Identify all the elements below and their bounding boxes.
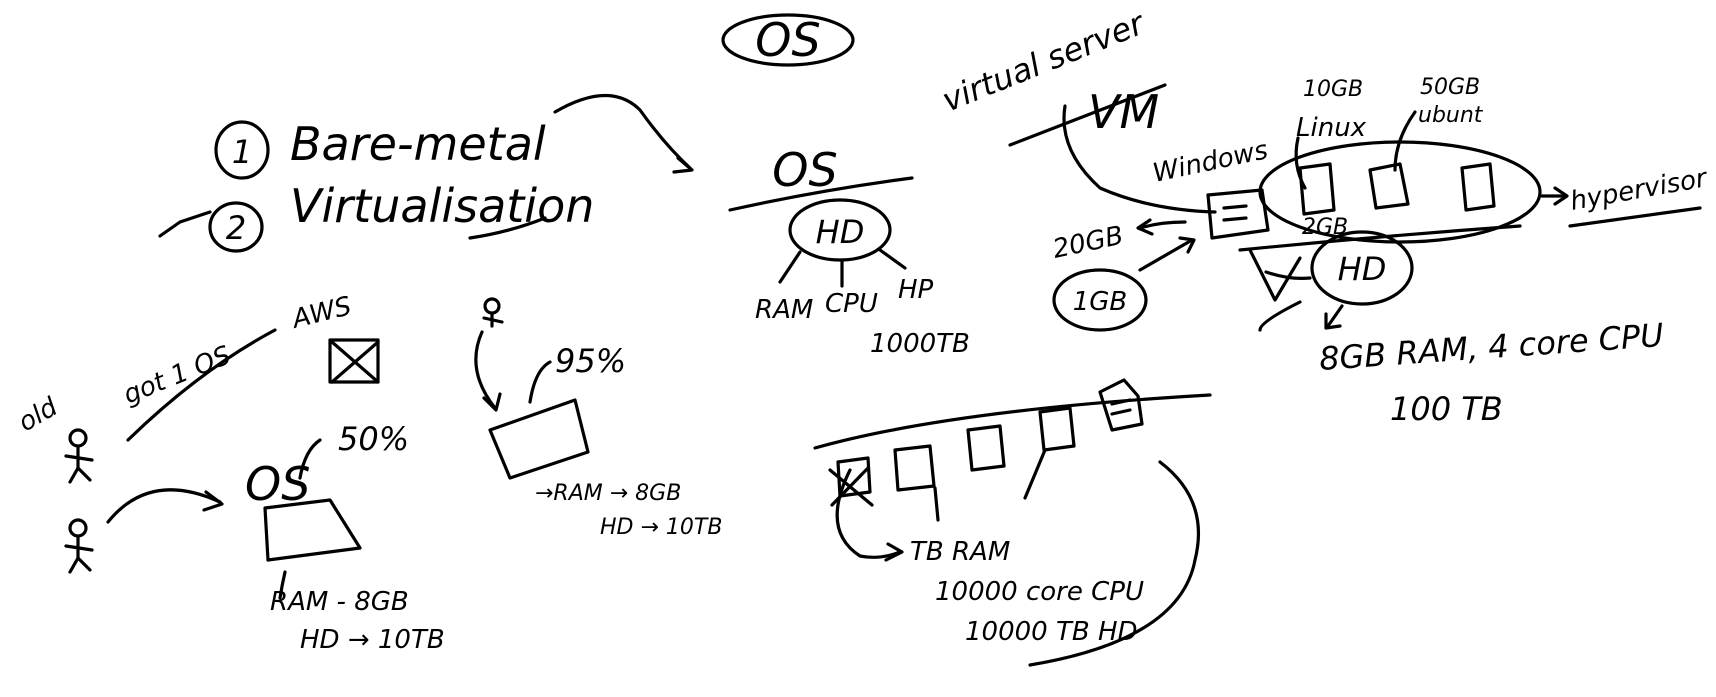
- left-50pct: 50%: [338, 420, 409, 458]
- middle-os-line: [728, 176, 914, 212]
- left-got-os: got 1 OS: [119, 340, 235, 410]
- title-os: OS: [755, 13, 820, 67]
- item-one-number: 1: [232, 133, 252, 171]
- right-1gb-ellipse: [1052, 268, 1148, 332]
- checkmark: [158, 210, 212, 238]
- item-bare-metal: Bare-metal: [290, 117, 546, 171]
- item-one-circle: [214, 120, 270, 180]
- left-95pct: 95%: [555, 342, 626, 380]
- item-virtualisation: Virtualisation: [290, 179, 594, 233]
- hypervisor-arrow-head: [1553, 186, 1569, 206]
- left-aws: AWS: [287, 291, 354, 335]
- right-v-lines: [1248, 248, 1302, 302]
- middle-os: OS: [772, 143, 837, 197]
- bottom-shelf-line: [813, 393, 1212, 450]
- middle-cpu: CPU: [825, 289, 878, 319]
- vm-curve: [1062, 104, 1217, 214]
- arrow-head-20gb: [1136, 218, 1154, 236]
- right-vm: VM: [1088, 85, 1159, 139]
- hypervisor-underline: [1568, 206, 1702, 228]
- arrow-head-person: [202, 490, 224, 512]
- arrow-head-os: [672, 156, 694, 174]
- right-hd: HD: [1338, 250, 1387, 288]
- left-server-box: [263, 498, 362, 562]
- middle-ram: RAM: [755, 295, 813, 325]
- person-icon-left: [64, 518, 94, 574]
- bottom-right-bracket: [1028, 460, 1200, 667]
- pct95-pointer: [528, 360, 552, 404]
- ram-8gb-b: →RAM → 8GB: [535, 481, 681, 506]
- middle-hd: HD: [816, 213, 865, 251]
- left-os-arrow: [298, 438, 322, 480]
- windows-vm-lines: [1222, 204, 1248, 222]
- arrow-to-os: [553, 93, 692, 170]
- right-20gb: 20GB: [1050, 221, 1126, 265]
- middle-person-arrow-head: [482, 392, 502, 412]
- vm-boxes: [1298, 162, 1496, 216]
- left-os: OS: [245, 457, 310, 511]
- middle-hd-ellipse: [788, 198, 892, 262]
- right-50gb: 50GB: [1420, 75, 1480, 100]
- item-two-circle: [208, 201, 264, 253]
- title-ellipse: [721, 13, 855, 67]
- specs-pointer: [1326, 304, 1344, 328]
- bottom-arrow-head: [884, 542, 904, 562]
- middle-1000tb: 1000TB: [870, 329, 970, 359]
- hypervisor-ellipse: [1258, 140, 1542, 244]
- left-old: old: [14, 392, 64, 438]
- virtual-server-underline: [1008, 83, 1167, 147]
- aws-box: [328, 338, 380, 384]
- aws-cross: [330, 340, 380, 384]
- item-two-number: 2: [226, 209, 246, 247]
- left-hd-10tb: HD → 10TB: [300, 625, 445, 655]
- vm-base-line: [1238, 224, 1522, 252]
- person-icon-old: [64, 428, 94, 484]
- right-10gb: 10GB: [1303, 77, 1363, 102]
- middle-person-arrow: [474, 330, 497, 410]
- right-1gb: 1GB: [1073, 287, 1128, 317]
- left-line-to-aws: [126, 328, 277, 442]
- arrow-1gb-to-windows: [1138, 238, 1194, 272]
- bottom-bracket-arrow: [835, 468, 902, 559]
- bottom-tb-hd: 10000 TB HD: [965, 617, 1138, 647]
- person-icon-middle: [482, 297, 504, 328]
- virtualisation-underline: [468, 216, 547, 240]
- middle-hp: HP: [898, 275, 934, 305]
- left-ram-pointer: [278, 570, 287, 600]
- arrow-person-to-os: [106, 488, 222, 524]
- right-hd-ellipse: [1310, 230, 1414, 306]
- arrow-to-20gb: [1138, 220, 1187, 230]
- right-windows: Windows: [1150, 135, 1270, 189]
- arrow-head-1gb: [1178, 236, 1196, 254]
- linux-pointer: [1294, 136, 1307, 190]
- bottom-tb-ram: TB RAM: [910, 537, 1010, 567]
- bottom-cores: 10000 core CPU: [935, 577, 1144, 607]
- right-100tb: 100 TB: [1390, 390, 1503, 428]
- middle-hd-branches: [778, 248, 907, 288]
- middle-server-box: [488, 398, 590, 480]
- right-ubuntu: ubunt: [1418, 103, 1484, 128]
- right-specs: 8GB RAM, 4 core CPU: [1318, 316, 1665, 378]
- bottom-server-boxes: [828, 378, 1144, 507]
- windows-vm-box: [1206, 188, 1270, 240]
- hd-10tb-b: HD → 10TB: [600, 515, 722, 540]
- specs-pointer-head: [1324, 312, 1342, 330]
- bottom-pointers: [933, 448, 1047, 522]
- right-linux: Linux: [1296, 113, 1367, 143]
- left-ram-8gb: RAM - 8GB: [270, 587, 409, 617]
